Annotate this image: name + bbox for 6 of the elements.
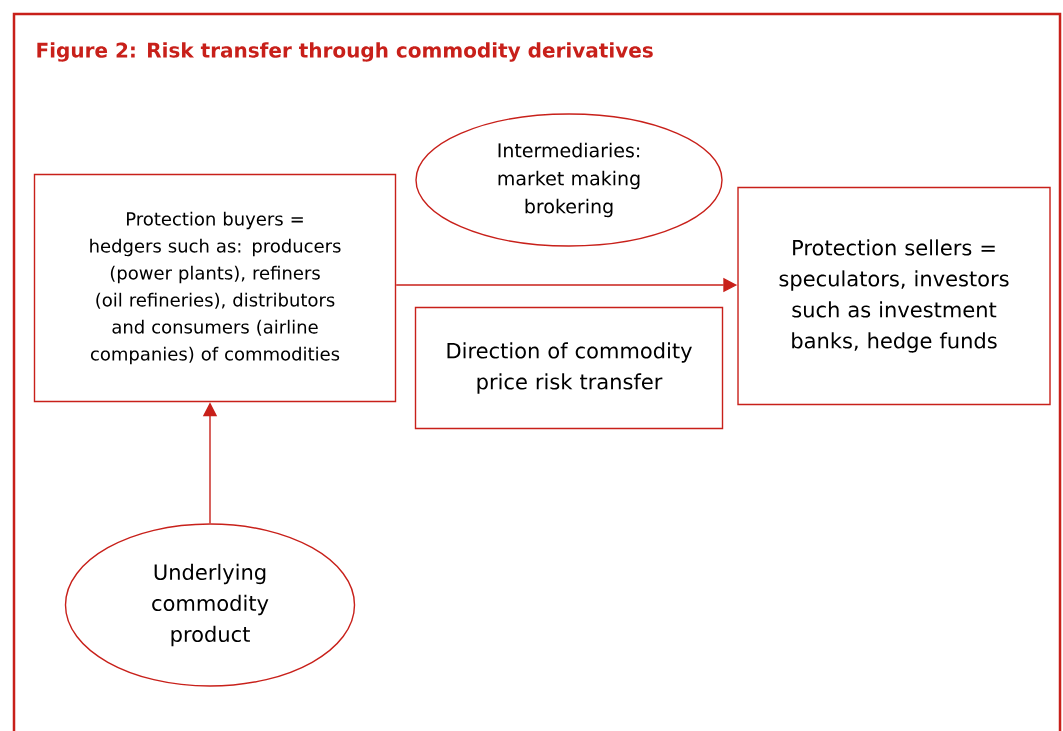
oval: Intermediaries: market making brokering — [415, 113, 723, 247]
figure-title: Figure 2: Risk transfer through commodity derivatives — [37, 42, 653, 62]
text-box: Direction of commodity price risk transfer — [414, 306, 724, 430]
text-box: Protection buyers = hedgers such as: producers (power plants), refiners (oil refineries), distributors and consumers (airline companies) of commodities — [33, 173, 397, 403]
oval: Underlying commodity product — [64, 523, 356, 687]
text-box: Protection sellers = speculators, investors such as investment banks, hedge funds — [737, 186, 1051, 406]
